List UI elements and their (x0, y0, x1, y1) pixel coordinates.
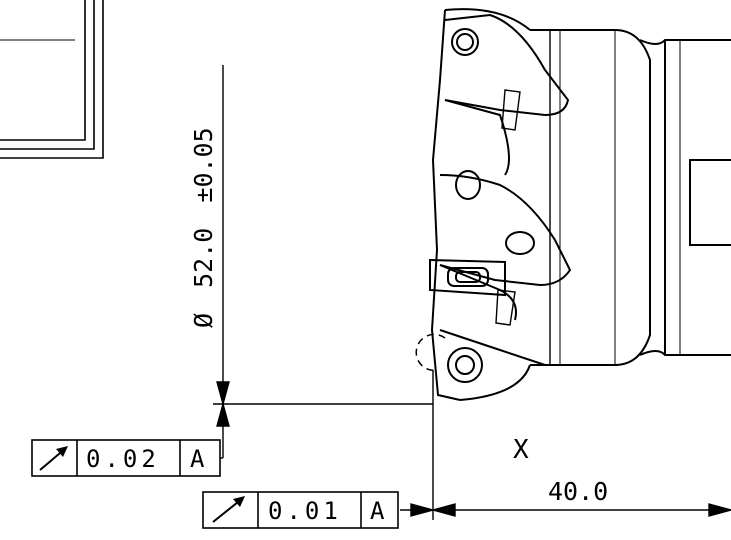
cutter-body (430, 8, 731, 401)
length-dimension-line (400, 503, 731, 517)
length-dimension: 40.0 (548, 477, 608, 506)
fcf-axial-tolerance: 0.01 (268, 497, 342, 525)
fcf-axial-runout: 0.01 A (202, 491, 399, 529)
detail-label: X (513, 435, 529, 465)
insert-screws (447, 28, 489, 383)
detail-circle (415, 333, 446, 372)
fcf-radial-runout: 0.02 A (31, 439, 223, 477)
diameter-value: 52.0 (189, 228, 218, 288)
diameter-tolerance: ±0.05 (189, 127, 218, 202)
fcf-axial-datum: A (370, 497, 385, 525)
diameter-dimension: Ø 52.0 ±0.05 (189, 127, 218, 328)
fcf-radial-tolerance: 0.02 (86, 445, 160, 473)
fcf-radial-datum: A (190, 445, 205, 473)
title-block-frame (0, 0, 104, 159)
svg-text:Ø 52.0 ±0.05: Ø 52.0 ±0.05 (189, 127, 218, 328)
diameter-symbol: Ø (189, 313, 218, 328)
runout-arrow-icon (212, 496, 245, 523)
diameter-dimension-line (213, 65, 434, 520)
insert-pockets (429, 13, 572, 366)
runout-arrow-icon (39, 446, 68, 471)
